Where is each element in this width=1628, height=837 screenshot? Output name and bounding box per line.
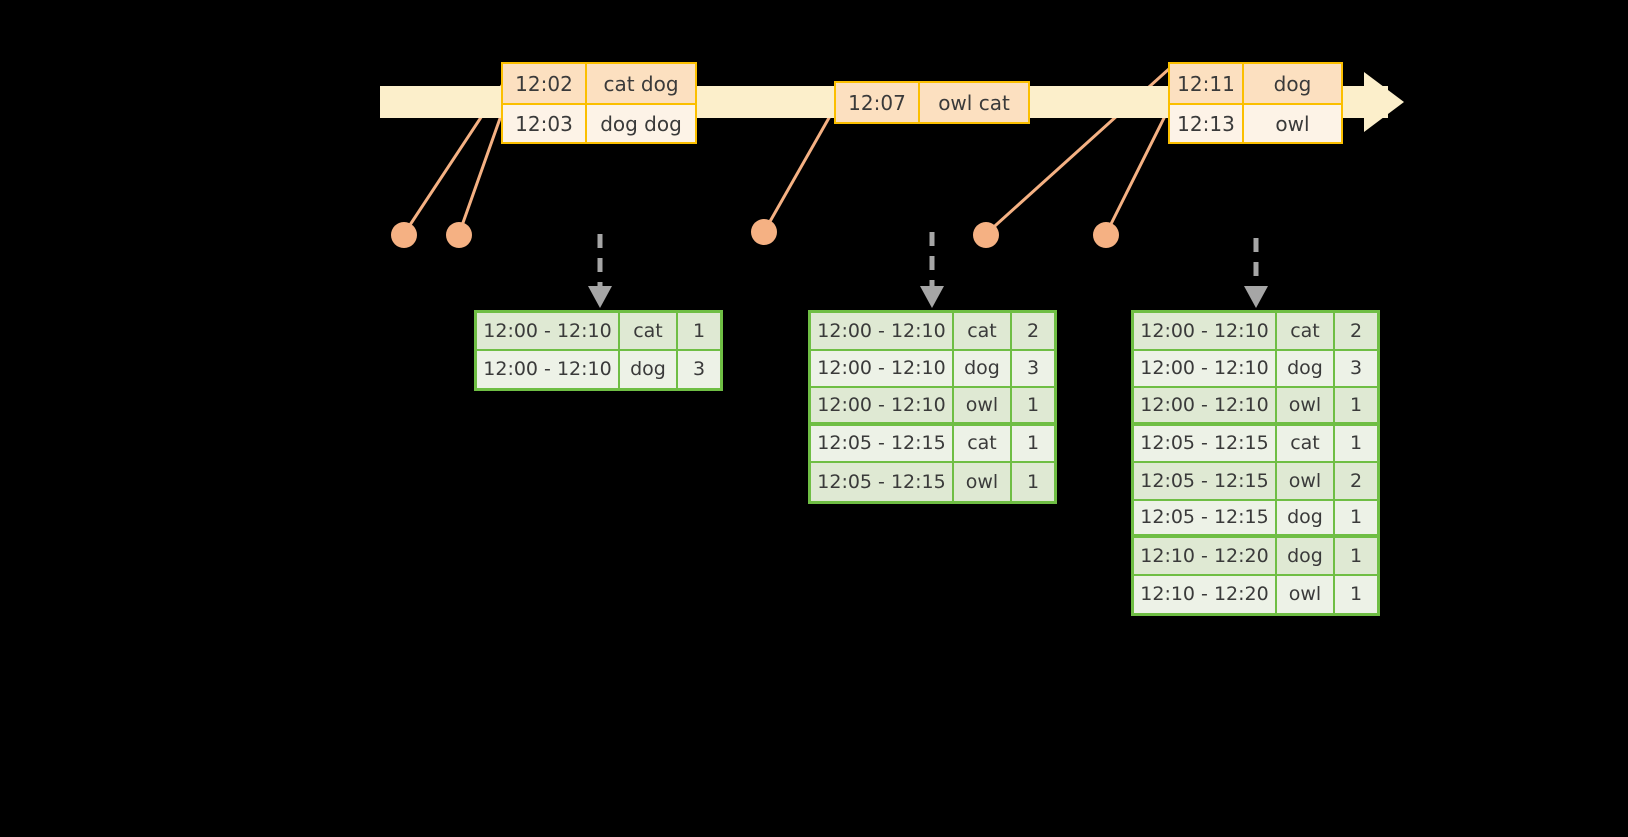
table-row[interactable]: 12:00 - 12:10 owl 1 — [1134, 388, 1377, 426]
cell-count: 3 — [1012, 350, 1054, 386]
connector-line-2 — [457, 109, 505, 235]
event-group-3[interactable]: 12:11 dog 12:13 owl — [1168, 62, 1343, 144]
cell-count: 1 — [1012, 463, 1054, 501]
cell-key: owl — [1277, 388, 1335, 422]
event-words: owl — [1244, 105, 1341, 142]
table-row[interactable]: 12:00 - 12:10 cat 2 — [1134, 313, 1377, 351]
cell-window: 12:05 - 12:15 — [811, 425, 954, 461]
cell-key: dog — [620, 350, 678, 388]
cell-count: 1 — [1335, 500, 1377, 534]
table-row[interactable]: 12:05 - 12:15 cat 1 — [1134, 425, 1377, 463]
cell-key: cat — [1277, 425, 1335, 461]
cell-key: owl — [954, 463, 1012, 501]
event-marker-dot — [973, 222, 999, 248]
cell-count: 2 — [1012, 313, 1054, 349]
cell-count: 1 — [678, 313, 720, 349]
table-row[interactable]: 12:00 - 12:10 dog 3 — [477, 350, 720, 388]
cell-key: owl — [1277, 463, 1335, 499]
cell-key: dog — [1277, 538, 1335, 574]
result-table-2[interactable]: 12:00 - 12:10 cat 2 12:00 - 12:10 dog 3 … — [808, 310, 1057, 504]
result-table-3[interactable]: 12:00 - 12:10 cat 2 12:00 - 12:10 dog 3 … — [1131, 310, 1380, 616]
cell-window: 12:00 - 12:10 — [811, 388, 954, 422]
cell-window: 12:10 - 12:20 — [1134, 538, 1277, 574]
cell-window: 12:00 - 12:10 — [1134, 388, 1277, 422]
cell-key: owl — [954, 388, 1012, 422]
cell-window: 12:00 - 12:10 — [1134, 350, 1277, 386]
cell-window: 12:05 - 12:15 — [1134, 463, 1277, 499]
event-group-1[interactable]: 12:02 cat dog 12:03 dog dog — [501, 62, 697, 144]
cell-count: 1 — [1012, 388, 1054, 422]
table-row[interactable]: 12:05 - 12:15 cat 1 — [811, 425, 1054, 463]
timeline-arrow-icon — [1364, 72, 1404, 132]
table-row[interactable]: 12:05 - 12:15 owl 1 — [811, 463, 1054, 501]
event-marker-dot — [1093, 222, 1119, 248]
cell-window: 12:00 - 12:10 — [477, 350, 620, 388]
event-row[interactable]: 12:03 dog dog — [503, 103, 695, 142]
event-words: dog dog — [587, 105, 695, 142]
event-time: 12:03 — [503, 105, 587, 142]
cell-window: 12:05 - 12:15 — [1134, 425, 1277, 461]
cell-window: 12:00 - 12:10 — [1134, 313, 1277, 349]
table-row[interactable]: 12:00 - 12:10 dog 3 — [811, 350, 1054, 388]
cell-count: 1 — [1012, 425, 1054, 461]
event-marker-dot — [751, 219, 777, 245]
connector-line-5 — [1104, 105, 1172, 235]
cell-window: 12:00 - 12:10 — [811, 313, 954, 349]
cell-key: cat — [954, 425, 1012, 461]
event-row[interactable]: 12:02 cat dog — [503, 64, 695, 103]
cell-window: 12:10 - 12:20 — [1134, 575, 1277, 613]
result-table-1[interactable]: 12:00 - 12:10 cat 1 12:00 - 12:10 dog 3 — [474, 310, 723, 391]
event-group-2[interactable]: 12:07 owl cat — [834, 81, 1030, 124]
event-words: dog — [1244, 64, 1341, 103]
event-marker-dot — [446, 222, 472, 248]
dashed-arrow-head-3 — [1244, 286, 1268, 308]
cell-window: 12:00 - 12:10 — [811, 350, 954, 386]
event-time: 12:07 — [836, 83, 920, 122]
table-row[interactable]: 12:00 - 12:10 owl 1 — [811, 388, 1054, 426]
cell-key: cat — [1277, 313, 1335, 349]
table-row[interactable]: 12:00 - 12:10 dog 3 — [1134, 350, 1377, 388]
cell-count: 1 — [1335, 538, 1377, 574]
cell-count: 1 — [1335, 425, 1377, 461]
cell-key: cat — [954, 313, 1012, 349]
cell-count: 3 — [1335, 350, 1377, 386]
dashed-arrow-head-2 — [920, 286, 944, 308]
table-row[interactable]: 12:10 - 12:20 dog 1 — [1134, 538, 1377, 576]
cell-count: 2 — [1335, 313, 1377, 349]
table-row[interactable]: 12:05 - 12:15 dog 1 — [1134, 500, 1377, 538]
table-row[interactable]: 12:00 - 12:10 cat 2 — [811, 313, 1054, 351]
cell-key: cat — [620, 313, 678, 349]
event-time: 12:13 — [1170, 105, 1244, 142]
cell-window: 12:05 - 12:15 — [1134, 500, 1277, 534]
cell-key: dog — [1277, 500, 1335, 534]
event-time: 12:11 — [1170, 64, 1244, 103]
dashed-arrow-head-1 — [588, 286, 612, 308]
event-marker-dot — [391, 222, 417, 248]
table-row[interactable]: 12:05 - 12:15 owl 2 — [1134, 463, 1377, 501]
cell-count: 1 — [1335, 388, 1377, 422]
connector-line-3 — [762, 101, 840, 233]
cell-key: owl — [1277, 575, 1335, 613]
cell-count: 2 — [1335, 463, 1377, 499]
table-row[interactable]: 12:00 - 12:10 cat 1 — [477, 313, 720, 351]
event-row[interactable]: 12:13 owl — [1170, 103, 1341, 142]
table-row[interactable]: 12:10 - 12:20 owl 1 — [1134, 575, 1377, 613]
cell-key: dog — [1277, 350, 1335, 386]
event-time: 12:02 — [503, 64, 587, 103]
event-row[interactable]: 12:07 owl cat — [836, 83, 1028, 122]
cell-window: 12:00 - 12:10 — [477, 313, 620, 349]
event-words: cat dog — [587, 64, 695, 103]
event-row[interactable]: 12:11 dog — [1170, 64, 1341, 103]
cell-count: 1 — [1335, 575, 1377, 613]
cell-count: 3 — [678, 350, 720, 388]
cell-window: 12:05 - 12:15 — [811, 463, 954, 501]
cell-key: dog — [954, 350, 1012, 386]
event-words: owl cat — [920, 83, 1028, 122]
